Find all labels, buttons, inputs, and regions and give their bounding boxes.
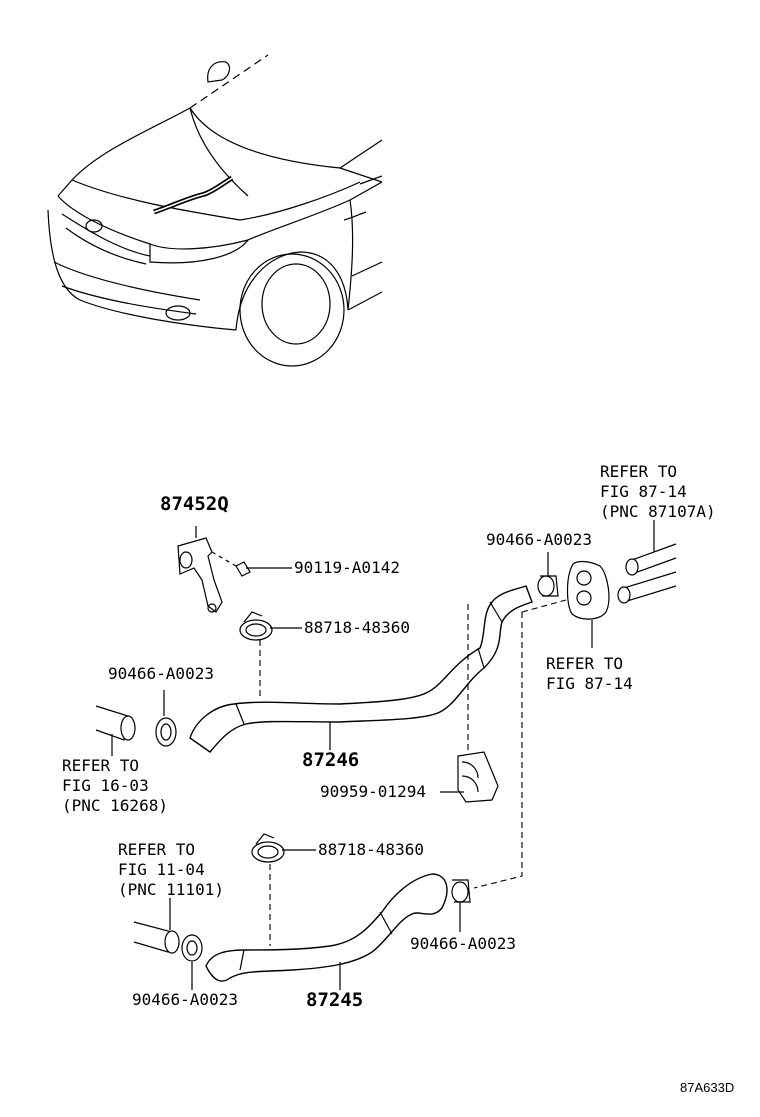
routing-line [473, 612, 523, 889]
ref-line: (PNC 16268) [62, 796, 168, 815]
car-front-illustration [47, 54, 383, 367]
grommet-90959-01294 [440, 604, 499, 803]
clamp-90466-lower-left [181, 934, 203, 990]
clamp-90466-upper-right [537, 552, 559, 597]
ref-line: FIG 11-04 [118, 860, 205, 879]
ref-line: REFER TO [546, 654, 624, 673]
hose-location-highlight [153, 175, 234, 215]
label-88718-48360-lower: 88718-48360 [318, 840, 424, 859]
ref-line: FIG 16-03 [62, 776, 149, 795]
label-90959-01294: 90959-01294 [320, 782, 426, 801]
pipe-stub-left-lower [133, 898, 180, 954]
ref-block-mid-right: REFER TO FIG 87-14 [546, 654, 633, 694]
leader-lines [329, 722, 341, 990]
pipe-stubs-right [617, 520, 677, 604]
hose-87246 [189, 585, 533, 753]
label-87246: 87246 [302, 749, 360, 771]
clamp-88718-upper [239, 611, 302, 700]
clamp-90466-left [155, 690, 177, 747]
label-90466-a0023-upper-right: 90466-A0023 [486, 530, 592, 549]
ref-line: REFER TO [118, 840, 196, 859]
ref-block-top-right: REFER TO FIG 87-14 (PNC 87107A) [600, 462, 716, 522]
ref-line: FIG 87-14 [546, 674, 633, 693]
bracket-87452q [177, 526, 223, 613]
ref-line: (PNC 11101) [118, 880, 224, 899]
label-90466-a0023-lower-right: 90466-A0023 [410, 934, 516, 953]
ref-block-left-lower: REFER TO FIG 11-04 (PNC 11101) [118, 840, 224, 900]
hose-87245 [205, 873, 448, 982]
ref-block-left-upper: REFER TO FIG 16-03 (PNC 16268) [62, 756, 168, 816]
ref-line: (PNC 87107A) [600, 502, 716, 521]
label-90466-a0023-left: 90466-A0023 [108, 664, 214, 683]
label-88718-48360-upper: 88718-48360 [304, 618, 410, 637]
label-87452q: 87452Q [160, 493, 229, 515]
pipe-stub-left-upper [95, 705, 136, 756]
clamp-88718-lower [251, 833, 316, 946]
clamp-90466-lower-right [451, 879, 471, 932]
label-87245: 87245 [306, 989, 364, 1011]
bolt-90119-a0142 [211, 551, 292, 577]
label-90119-a0142: 90119-A0142 [294, 558, 400, 577]
ref-line: FIG 87-14 [600, 482, 687, 501]
label-90466-a0023-lower-left: 90466-A0023 [132, 990, 238, 1009]
firewall-grommet-plate [521, 560, 610, 648]
ref-line: REFER TO [62, 756, 140, 775]
ref-line: REFER TO [600, 462, 678, 481]
drawing-code: 87A633D [680, 1080, 735, 1095]
